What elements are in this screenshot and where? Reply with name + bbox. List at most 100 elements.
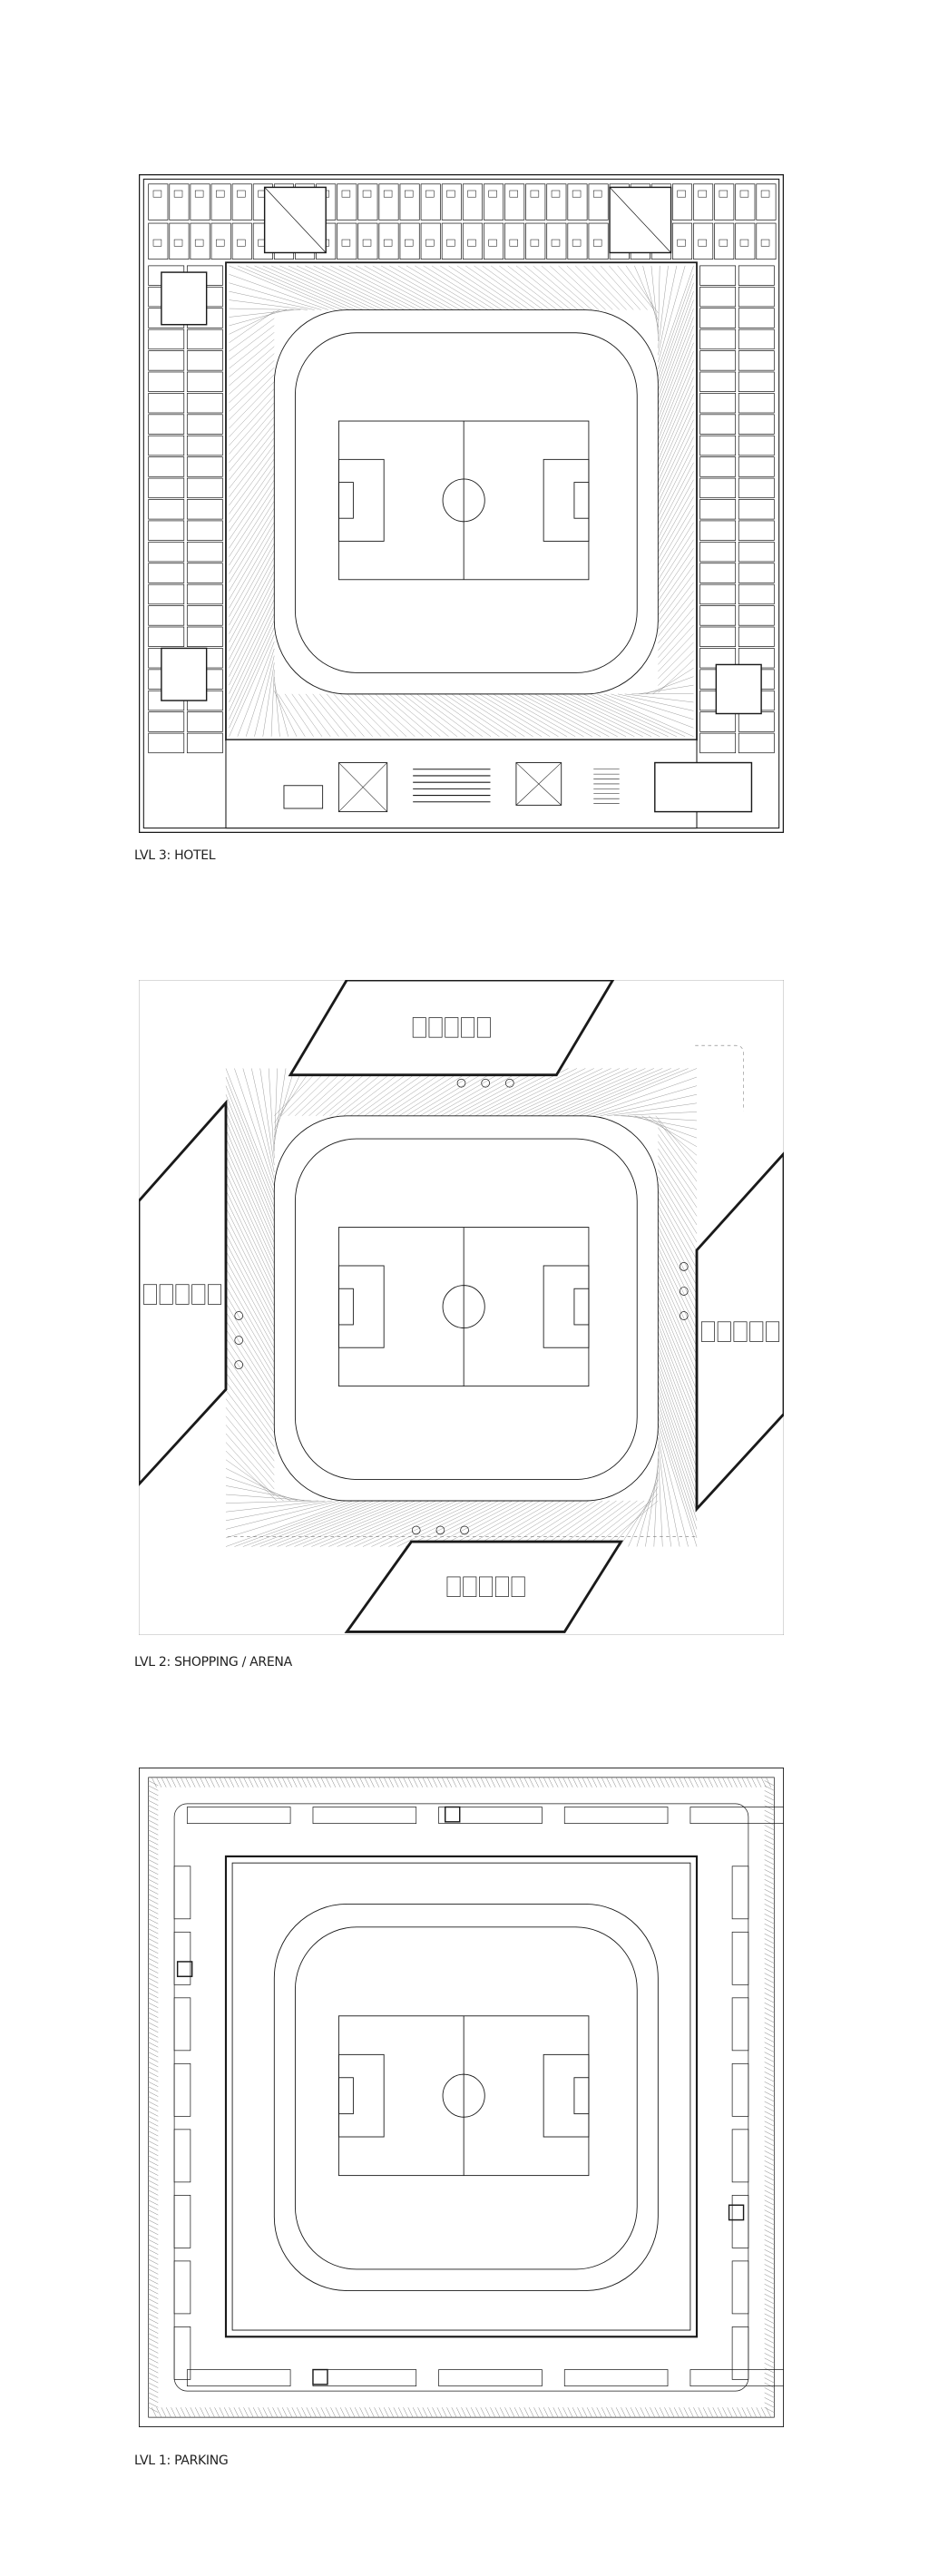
stand-ray xyxy=(499,1500,575,1547)
stand-ray xyxy=(600,1094,698,1116)
hotel-room xyxy=(378,222,399,260)
hatch xyxy=(148,2189,159,2196)
hatch xyxy=(148,2017,159,2023)
stand-ray xyxy=(658,633,694,672)
hotel-room xyxy=(186,541,223,563)
room-bed xyxy=(446,239,455,247)
stand-ray xyxy=(638,684,694,695)
stand-ray xyxy=(225,1155,275,1264)
stand-ray xyxy=(254,655,275,737)
hotel-room xyxy=(714,183,735,220)
hatch xyxy=(148,1997,159,2003)
hotel-room xyxy=(699,520,737,541)
shop-unit xyxy=(445,1017,459,1038)
stand-ray xyxy=(658,1380,698,1495)
hotel-room xyxy=(148,435,185,456)
hatch xyxy=(148,1943,159,1949)
hatch xyxy=(156,1777,162,1788)
hotel-room xyxy=(148,626,185,647)
stand-ray xyxy=(225,1233,275,1327)
stand-ray xyxy=(392,1068,466,1116)
hatch xyxy=(330,1777,337,1788)
stand-ray xyxy=(658,462,694,532)
stand-ray xyxy=(229,299,308,310)
stand-ray xyxy=(568,1500,631,1547)
stand-ray xyxy=(658,531,694,588)
stand-ray xyxy=(225,1268,275,1356)
room-bed xyxy=(551,239,561,247)
stand-ray xyxy=(225,1242,275,1335)
hatch xyxy=(764,2372,775,2378)
hatch xyxy=(148,2278,159,2285)
hatch xyxy=(679,1777,684,1788)
hatch xyxy=(764,1815,775,1821)
stand-ray xyxy=(658,1134,698,1190)
hatch xyxy=(533,2407,540,2418)
hatch xyxy=(335,2407,341,2418)
hatch xyxy=(349,2407,356,2418)
hatch xyxy=(764,1869,775,1876)
hatch xyxy=(200,1777,206,1788)
hatch xyxy=(644,2407,650,2418)
hatch xyxy=(148,2268,159,2275)
stand-ray xyxy=(439,1500,527,1547)
hatch xyxy=(764,2081,775,2087)
hotel-room xyxy=(735,183,756,220)
hatch xyxy=(148,2333,159,2339)
hatch xyxy=(764,2062,775,2068)
stand-ray xyxy=(377,1068,449,1116)
hotel-room xyxy=(148,328,185,350)
hotel-room xyxy=(546,222,567,260)
hatch xyxy=(152,2407,157,2418)
stand-ray xyxy=(229,550,275,634)
room-bed xyxy=(405,190,414,198)
stair-core xyxy=(176,1961,193,1977)
hotel-room xyxy=(186,393,223,414)
stand-ray xyxy=(406,1068,484,1116)
hotel-room xyxy=(699,456,737,477)
hatch xyxy=(465,1777,472,1788)
hatch xyxy=(683,2407,689,2418)
stand-ray xyxy=(458,693,525,737)
stand-ray xyxy=(499,265,558,310)
hatch xyxy=(746,2407,752,2418)
room-bed xyxy=(362,190,372,198)
stand-ray xyxy=(482,1068,577,1116)
hatch xyxy=(306,2407,312,2418)
hatch xyxy=(764,1845,775,1850)
hatch xyxy=(764,2397,775,2404)
stand-ray xyxy=(658,1331,698,1435)
room-bed xyxy=(488,190,497,198)
hatch xyxy=(764,1938,775,1944)
hatch xyxy=(764,2012,775,2018)
hatch xyxy=(461,2407,467,2418)
stadium-bowl-outer xyxy=(273,1115,659,1502)
hatch xyxy=(148,2056,159,2062)
hotel-room xyxy=(738,350,775,371)
hatch xyxy=(543,2407,549,2418)
stand-ray xyxy=(371,1068,441,1116)
hatch xyxy=(528,2407,534,2418)
hatch xyxy=(494,1777,501,1788)
stand-ray xyxy=(229,578,275,669)
stand-ray xyxy=(495,1068,594,1116)
hatch xyxy=(764,1790,775,1797)
hatch xyxy=(766,1777,771,1788)
stand-ray xyxy=(225,1102,275,1222)
hatch xyxy=(239,2407,244,2418)
hatch xyxy=(407,1777,414,1788)
stand-ray xyxy=(658,419,694,496)
hatch xyxy=(659,2407,665,2418)
hatch xyxy=(310,2407,317,2418)
hatch xyxy=(383,1777,389,1788)
x-mark xyxy=(338,762,387,812)
hotel-room xyxy=(148,711,185,732)
stand-ray xyxy=(658,1190,698,1260)
hatch xyxy=(764,2244,775,2250)
stand-ray xyxy=(628,1115,698,1130)
hatch xyxy=(148,2062,159,2068)
stand-ray xyxy=(541,265,592,310)
hatch xyxy=(528,1777,534,1788)
hatch xyxy=(325,1777,331,1788)
hatch xyxy=(148,1825,159,1831)
